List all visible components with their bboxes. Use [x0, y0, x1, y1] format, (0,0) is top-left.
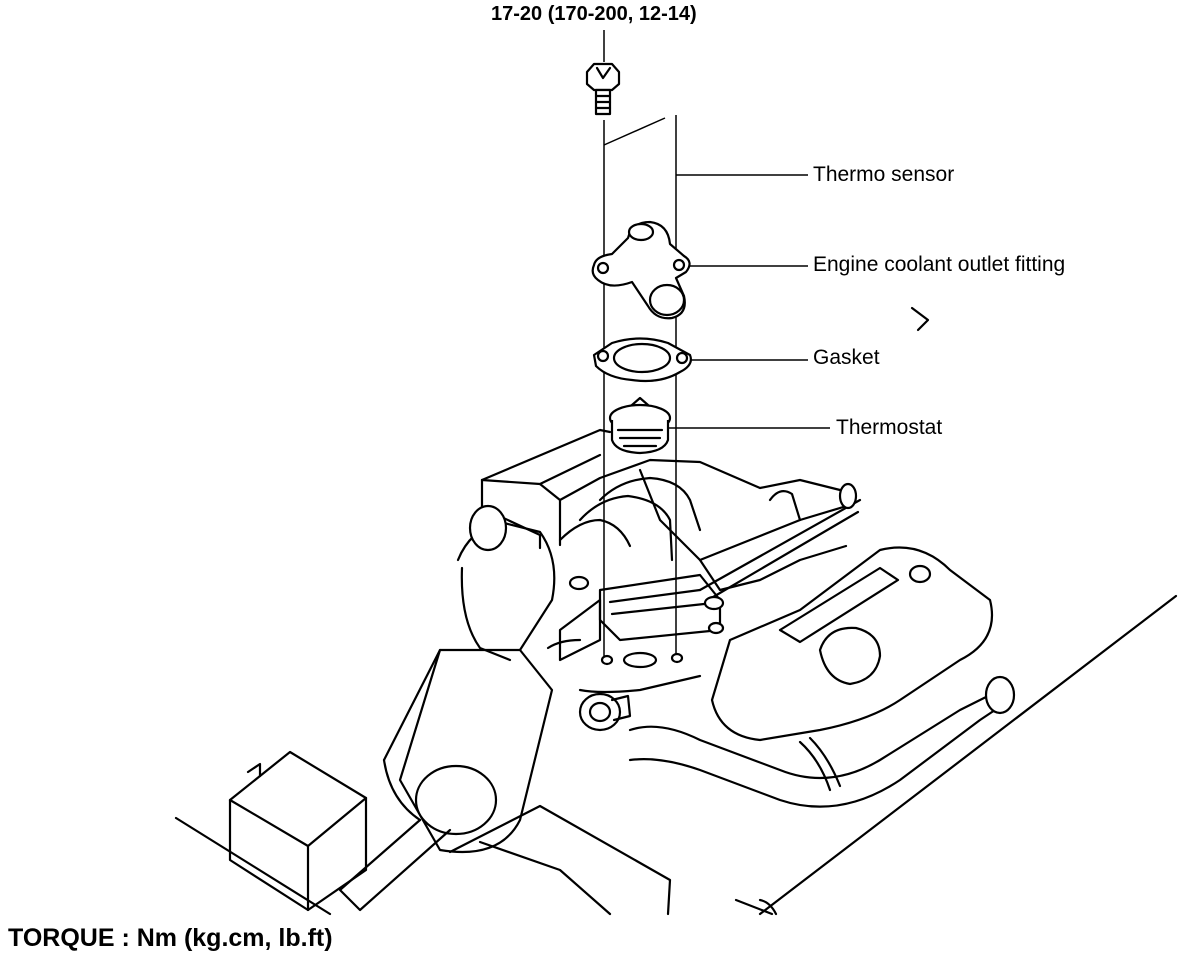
vehicle-body-lines [174, 594, 1178, 916]
sensor-torque-spec: 17-20 (170-200, 12-14) [491, 3, 697, 25]
valve-cover [710, 306, 994, 742]
callout-leader-lines [668, 174, 830, 429]
gasket-part [592, 337, 692, 383]
torque-unit-legend: TORQUE : Nm (kg.cm, lb.ft) [8, 924, 333, 952]
thermo-sensor-part [585, 30, 621, 116]
intake-duct [338, 504, 556, 912]
label-thermostat: Thermostat [836, 416, 943, 439]
label-outlet-fitting: Engine coolant outlet fitting [813, 253, 1066, 276]
assembly-guide-lines [603, 115, 677, 660]
outlet-fitting-part [591, 220, 691, 320]
label-thermo-sensor: Thermo sensor [813, 163, 955, 186]
thermostat-part [608, 396, 672, 455]
label-gasket: Gasket [813, 346, 880, 369]
lower-radiator-hose [578, 675, 1016, 808]
engine-block [480, 428, 862, 694]
